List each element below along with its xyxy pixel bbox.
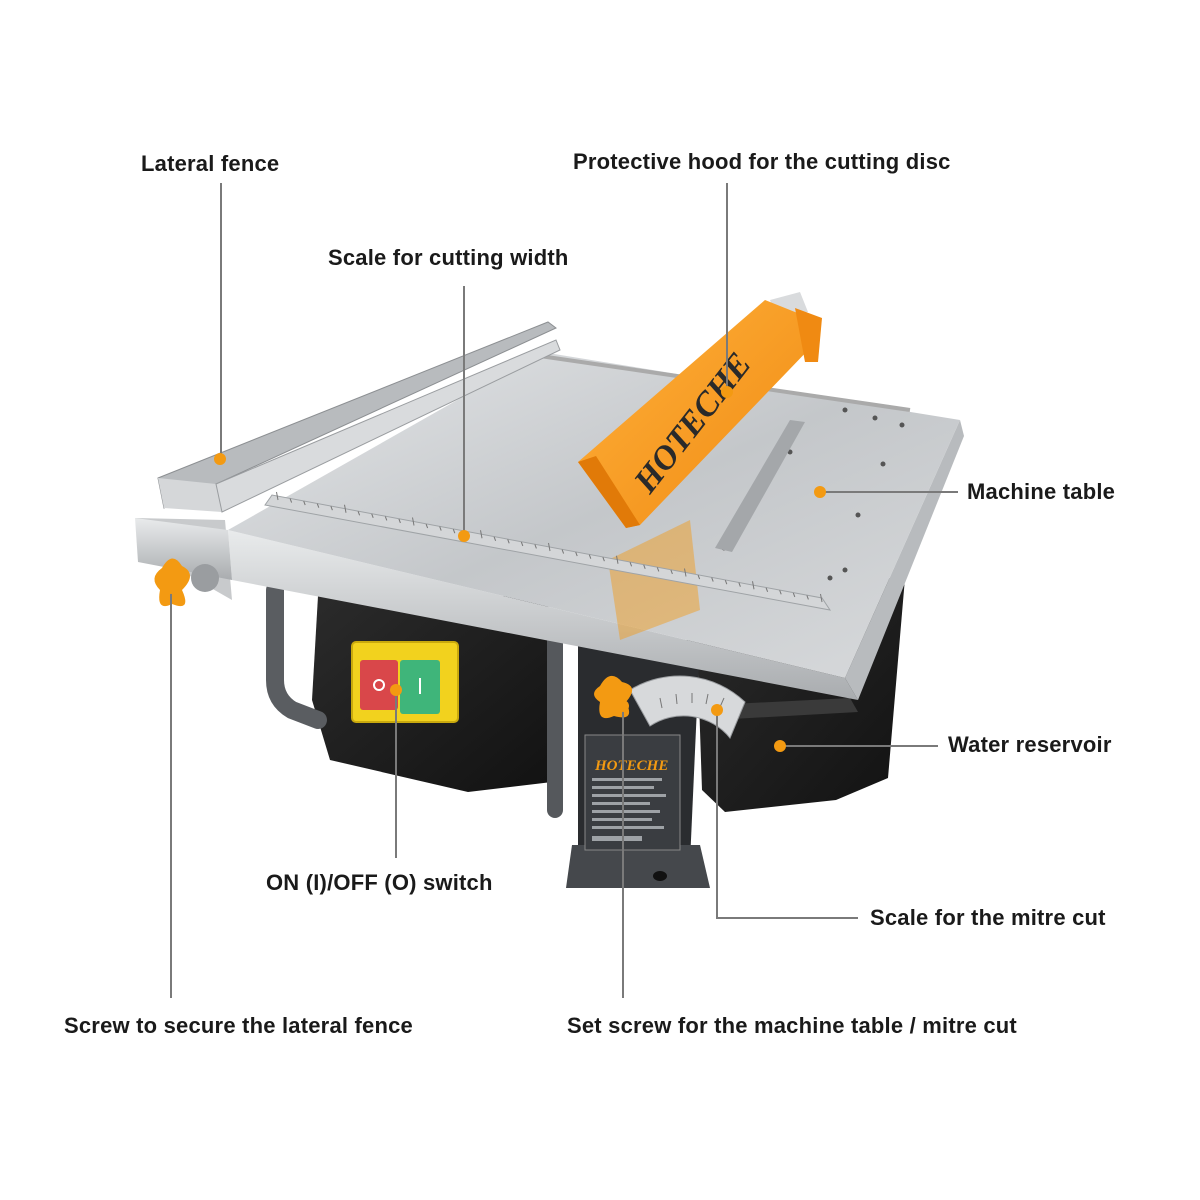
leader-screw-fence [170,588,172,998]
ruler-tick [493,536,497,541]
label-on-off-switch: ON (I)/OFF (O) switch [266,870,493,895]
mitre-foot [566,845,710,888]
ruler-tick [779,590,782,595]
plate-logo: HOTECHE [594,758,668,774]
ruler-tick [316,503,320,508]
label-set-screw: Set screw for the machine table / mitre … [567,1013,1017,1038]
reservoir-rim [712,698,858,720]
ruler-tick [480,530,483,539]
ruler-tick [602,557,605,562]
ruler-tick [289,498,293,503]
ruler-tick [670,569,673,575]
ruler-tick [738,582,741,587]
ruler-tick [629,562,633,567]
ruler-tick [792,592,796,598]
callout-dot-mitre-scale [711,704,723,716]
ruler-tick [520,541,524,547]
ruler-tick [412,517,415,526]
ruler-tick [765,587,769,592]
ruler-tick [588,554,592,559]
ruler-tick [439,526,442,531]
leader-switch-v [395,690,397,858]
callout-dot-screw-fence [165,582,177,594]
callout-dot-water-reservoir [774,740,786,752]
table-front-edge [228,530,858,700]
ruler-tick [452,528,456,534]
ruler-tick [656,567,660,572]
ruler-tick [276,491,279,501]
leader-mitre-h [716,917,858,919]
label-screw-lateral-fence: Screw to secure the lateral fence [64,1013,413,1038]
ruler-tick [820,593,823,603]
leader-machine-table [820,491,958,493]
ruler-tick [575,551,578,557]
callout-dot-lateral-fence [214,453,226,465]
ruler-tick [330,506,333,511]
callout-dot-protective-hood [721,386,733,398]
leader-set-screw [622,706,624,998]
ruler-tick [425,523,429,529]
label-protective-hood: Protective hood for the cutting disc [573,149,951,174]
ruler-tick [534,544,537,549]
ruler-tick [697,574,701,580]
ruler-tick [616,555,619,564]
ruler-tick [561,549,565,554]
protractor-ticks [659,693,725,709]
ruler-tick [507,539,510,544]
callout-dot-switch [390,684,402,696]
leader-protective-hood [726,183,728,391]
leader-lateral-fence [220,183,222,459]
spec-label-plate [584,734,681,851]
ruler-tick [398,518,401,524]
ruler-tick [643,564,646,570]
on-off-switch [351,641,459,723]
label-scale-mitre-cut: Scale for the mitre cut [870,905,1106,930]
ruler-tick [724,579,728,585]
ruler-tick [711,577,714,582]
label-water-reservoir: Water reservoir [948,732,1112,757]
ruler-tick [384,516,388,521]
callout-dot-scale-cutting-width [458,530,470,542]
leader-mitre-v [716,710,718,918]
ruler-tick [548,542,551,552]
ruler-tick [806,595,809,600]
label-machine-table: Machine table [967,479,1116,504]
callout-dot-set-screw [617,700,629,712]
cutting-width-ruler [264,494,832,611]
ruler-tick [357,511,361,516]
callout-dot-machine-table [814,486,826,498]
ruler-tick [752,581,755,590]
ruler-tick [303,500,306,506]
leader-water-reservoir [780,745,938,747]
frame-tube [266,581,327,729]
table-right-edge [845,420,964,700]
ruler-tick [344,504,347,513]
ruler-ticks [276,491,823,603]
label-scale-cutting-width: Scale for cutting width [328,245,569,270]
ruler-tick [371,513,374,519]
ruler-tick [684,568,687,577]
leader-scale-cutting-width [463,286,465,536]
label-lateral-fence: Lateral fence [141,151,280,176]
